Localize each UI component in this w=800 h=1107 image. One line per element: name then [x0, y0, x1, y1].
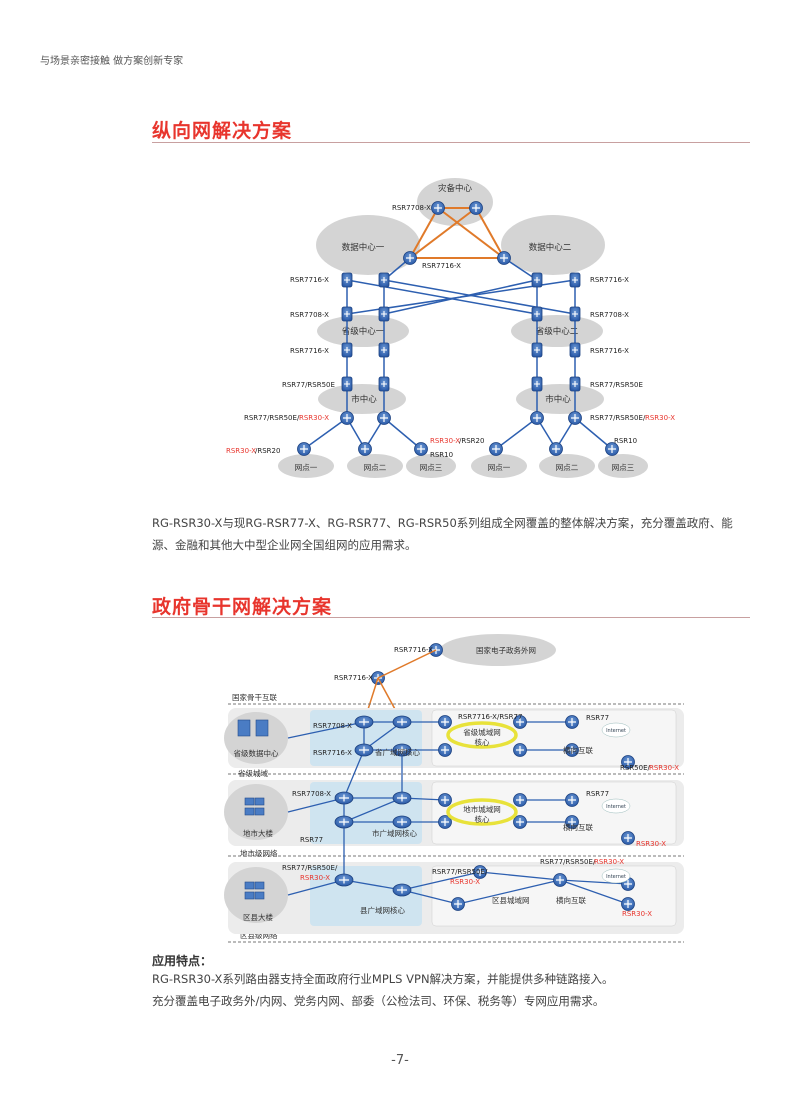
county-bldg-label: 区县大楼: [243, 912, 273, 922]
site-label: 网点三: [612, 463, 635, 472]
device-label: RSR77/RSR50E: [282, 381, 335, 389]
device-label: RSR7716-X: [394, 646, 433, 654]
city-wan-core-label: 市广域网核心: [372, 828, 417, 838]
level-label: 省级城域: [238, 768, 268, 778]
device-label-highlight: RSR30-X: [299, 414, 329, 422]
device-label: RSR7716-X: [422, 262, 461, 270]
device-label-highlight: RSR30-X: [645, 414, 675, 422]
section-title-government-backbone: 政府骨干网解决方案: [152, 596, 333, 618]
national-egov-cloud: [440, 634, 556, 666]
prov-wan-core-label: 省广域网核心: [375, 747, 420, 757]
prov-dc-label: 省级数据中心: [234, 748, 279, 758]
section2-paragraph-line2: 充分覆盖电子政务外/内网、党务内网、部委（公检法司、环保、税务等）专网应用需求。: [152, 994, 605, 1008]
device-label: RSR7708-X: [392, 204, 431, 212]
device-label: RSR7716-X: [313, 749, 352, 757]
city-metro-ring: [446, 798, 518, 826]
backup-center-label: 灾备中心: [438, 183, 473, 194]
county-metro-label: 区县城域网: [492, 895, 530, 905]
device-label-highlight: RSR30-X: [300, 874, 330, 882]
device-label: RSR7716-X: [334, 674, 373, 682]
prov1-cloud: [317, 315, 409, 347]
application-features-heading: 应用特点：: [152, 954, 213, 968]
city-right-label: 市中心: [545, 394, 571, 405]
device-label: RSR7708-X: [292, 790, 331, 798]
device-label: RSR77/RSR50E/: [432, 868, 488, 876]
horizontal-interconnect-label: 横向互联: [563, 745, 593, 755]
device-label-highlight: RSR30-X: [649, 764, 679, 772]
dc1-cloud: [316, 215, 420, 275]
device-label: RSR50E/: [620, 764, 651, 772]
device-label: RSR7708-X: [590, 311, 629, 319]
city-ring-core-label: 核心: [475, 814, 490, 824]
site-label: 网点二: [364, 463, 387, 472]
city-left-label: 市中心: [351, 394, 377, 405]
level-label: 国家骨干互联: [232, 692, 277, 702]
device-label: RSR7716-X: [290, 347, 329, 355]
device-label: RSR77/RSR50E: [590, 381, 643, 389]
site-label: 网点一: [295, 463, 318, 472]
prov2-label: 省级中心二: [536, 326, 579, 337]
device-label: RSR7716-X: [590, 276, 629, 284]
section-divider: [152, 617, 750, 618]
level-label: 地市级网络: [240, 848, 278, 858]
device-label: RSR7716-X/RSR77: [458, 713, 522, 721]
device-label: /RSR20: [459, 437, 484, 445]
level-label: 区县级网络: [240, 930, 278, 940]
horizontal-interconnect-label: 横向互联: [556, 895, 586, 905]
horizontal-interconnect-label: 横向互联: [563, 822, 593, 832]
section1-paragraph: RG-RSR30-X与现RG-RSR77-X、RG-RSR77、RG-RSR50…: [152, 516, 733, 552]
city-right-cloud: [516, 384, 604, 414]
device-label: RSR77: [300, 836, 323, 844]
section-title-vertical-network: 纵向网解决方案: [152, 120, 293, 142]
device-label-highlight: RSR30-X: [622, 910, 652, 918]
device-label: /RSR20: [255, 447, 280, 455]
dc2-cloud: [501, 215, 605, 275]
section2-paragraph-line1: RG-RSR30-X系列路由器支持全面政府行业MPLS VPN解决方案，并能提供…: [152, 972, 614, 986]
prov-ring-label: 省级城域网: [463, 727, 501, 737]
site-label: 网点三: [420, 463, 443, 472]
device-label: RSR7716-X: [590, 347, 629, 355]
device-label: RSR77: [586, 790, 609, 798]
page-number: -7-: [391, 1053, 409, 1068]
header-tagline: 与场景亲密接触 做方案创新专家: [40, 56, 184, 67]
device-label: RSR10: [430, 451, 453, 459]
vertical-network-diagram: 灾备中心 数据中心一 数据中心二 省级中心一 省级中心二 市中心 市中心 网点一…: [226, 178, 675, 478]
device-label-highlight: RSR30-X: [450, 878, 480, 886]
device-label: RSR77/RSR50E/: [590, 414, 646, 422]
prov-metro-ring: [446, 721, 518, 749]
site-label: 网点一: [488, 463, 511, 472]
prov2-cloud: [511, 315, 603, 347]
county-wan-core-label: 县广域网核心: [360, 905, 405, 915]
device-label-highlight: RSR30-X: [430, 437, 460, 445]
prov-ring-core-label: 核心: [475, 737, 490, 747]
device-label: RSR7708-X: [290, 311, 329, 319]
device-label: RSR77: [586, 714, 609, 722]
site-label: 网点二: [556, 463, 579, 472]
internet-label: Internet: [606, 874, 626, 880]
dc2-label: 数据中心二: [529, 242, 572, 253]
device-label: RSR77/RSR50E/: [282, 864, 338, 872]
national-egov-label: 国家电子政务外网: [476, 645, 536, 655]
device-label-highlight: RSR30-X: [636, 840, 666, 848]
prov1-label: 省级中心一: [342, 326, 385, 337]
device-label: RSR7708-X: [313, 722, 352, 730]
device-label: RSR77/RSR50E/: [244, 414, 300, 422]
internet-label: Internet: [606, 804, 626, 810]
internet-label: Internet: [606, 728, 626, 734]
device-label: RSR7716-X: [290, 276, 329, 284]
section-divider: [152, 142, 750, 143]
city-bldg-label: 地市大楼: [243, 828, 273, 838]
device-label: RSR10: [614, 437, 637, 445]
government-backbone-diagram: 国家电子政务外网 RSR7716-X RSR7716-X 国家骨干互联 省级城域…: [224, 634, 684, 943]
device-label-highlight: RSR30-X: [594, 858, 624, 866]
dc1-label: 数据中心一: [342, 242, 385, 253]
level-separators: [228, 703, 684, 943]
device-label: RSR77/RSR50E/: [540, 858, 596, 866]
city-ring-label: 地市城域网: [463, 804, 501, 814]
device-label-highlight: RSR30-X: [226, 447, 256, 455]
